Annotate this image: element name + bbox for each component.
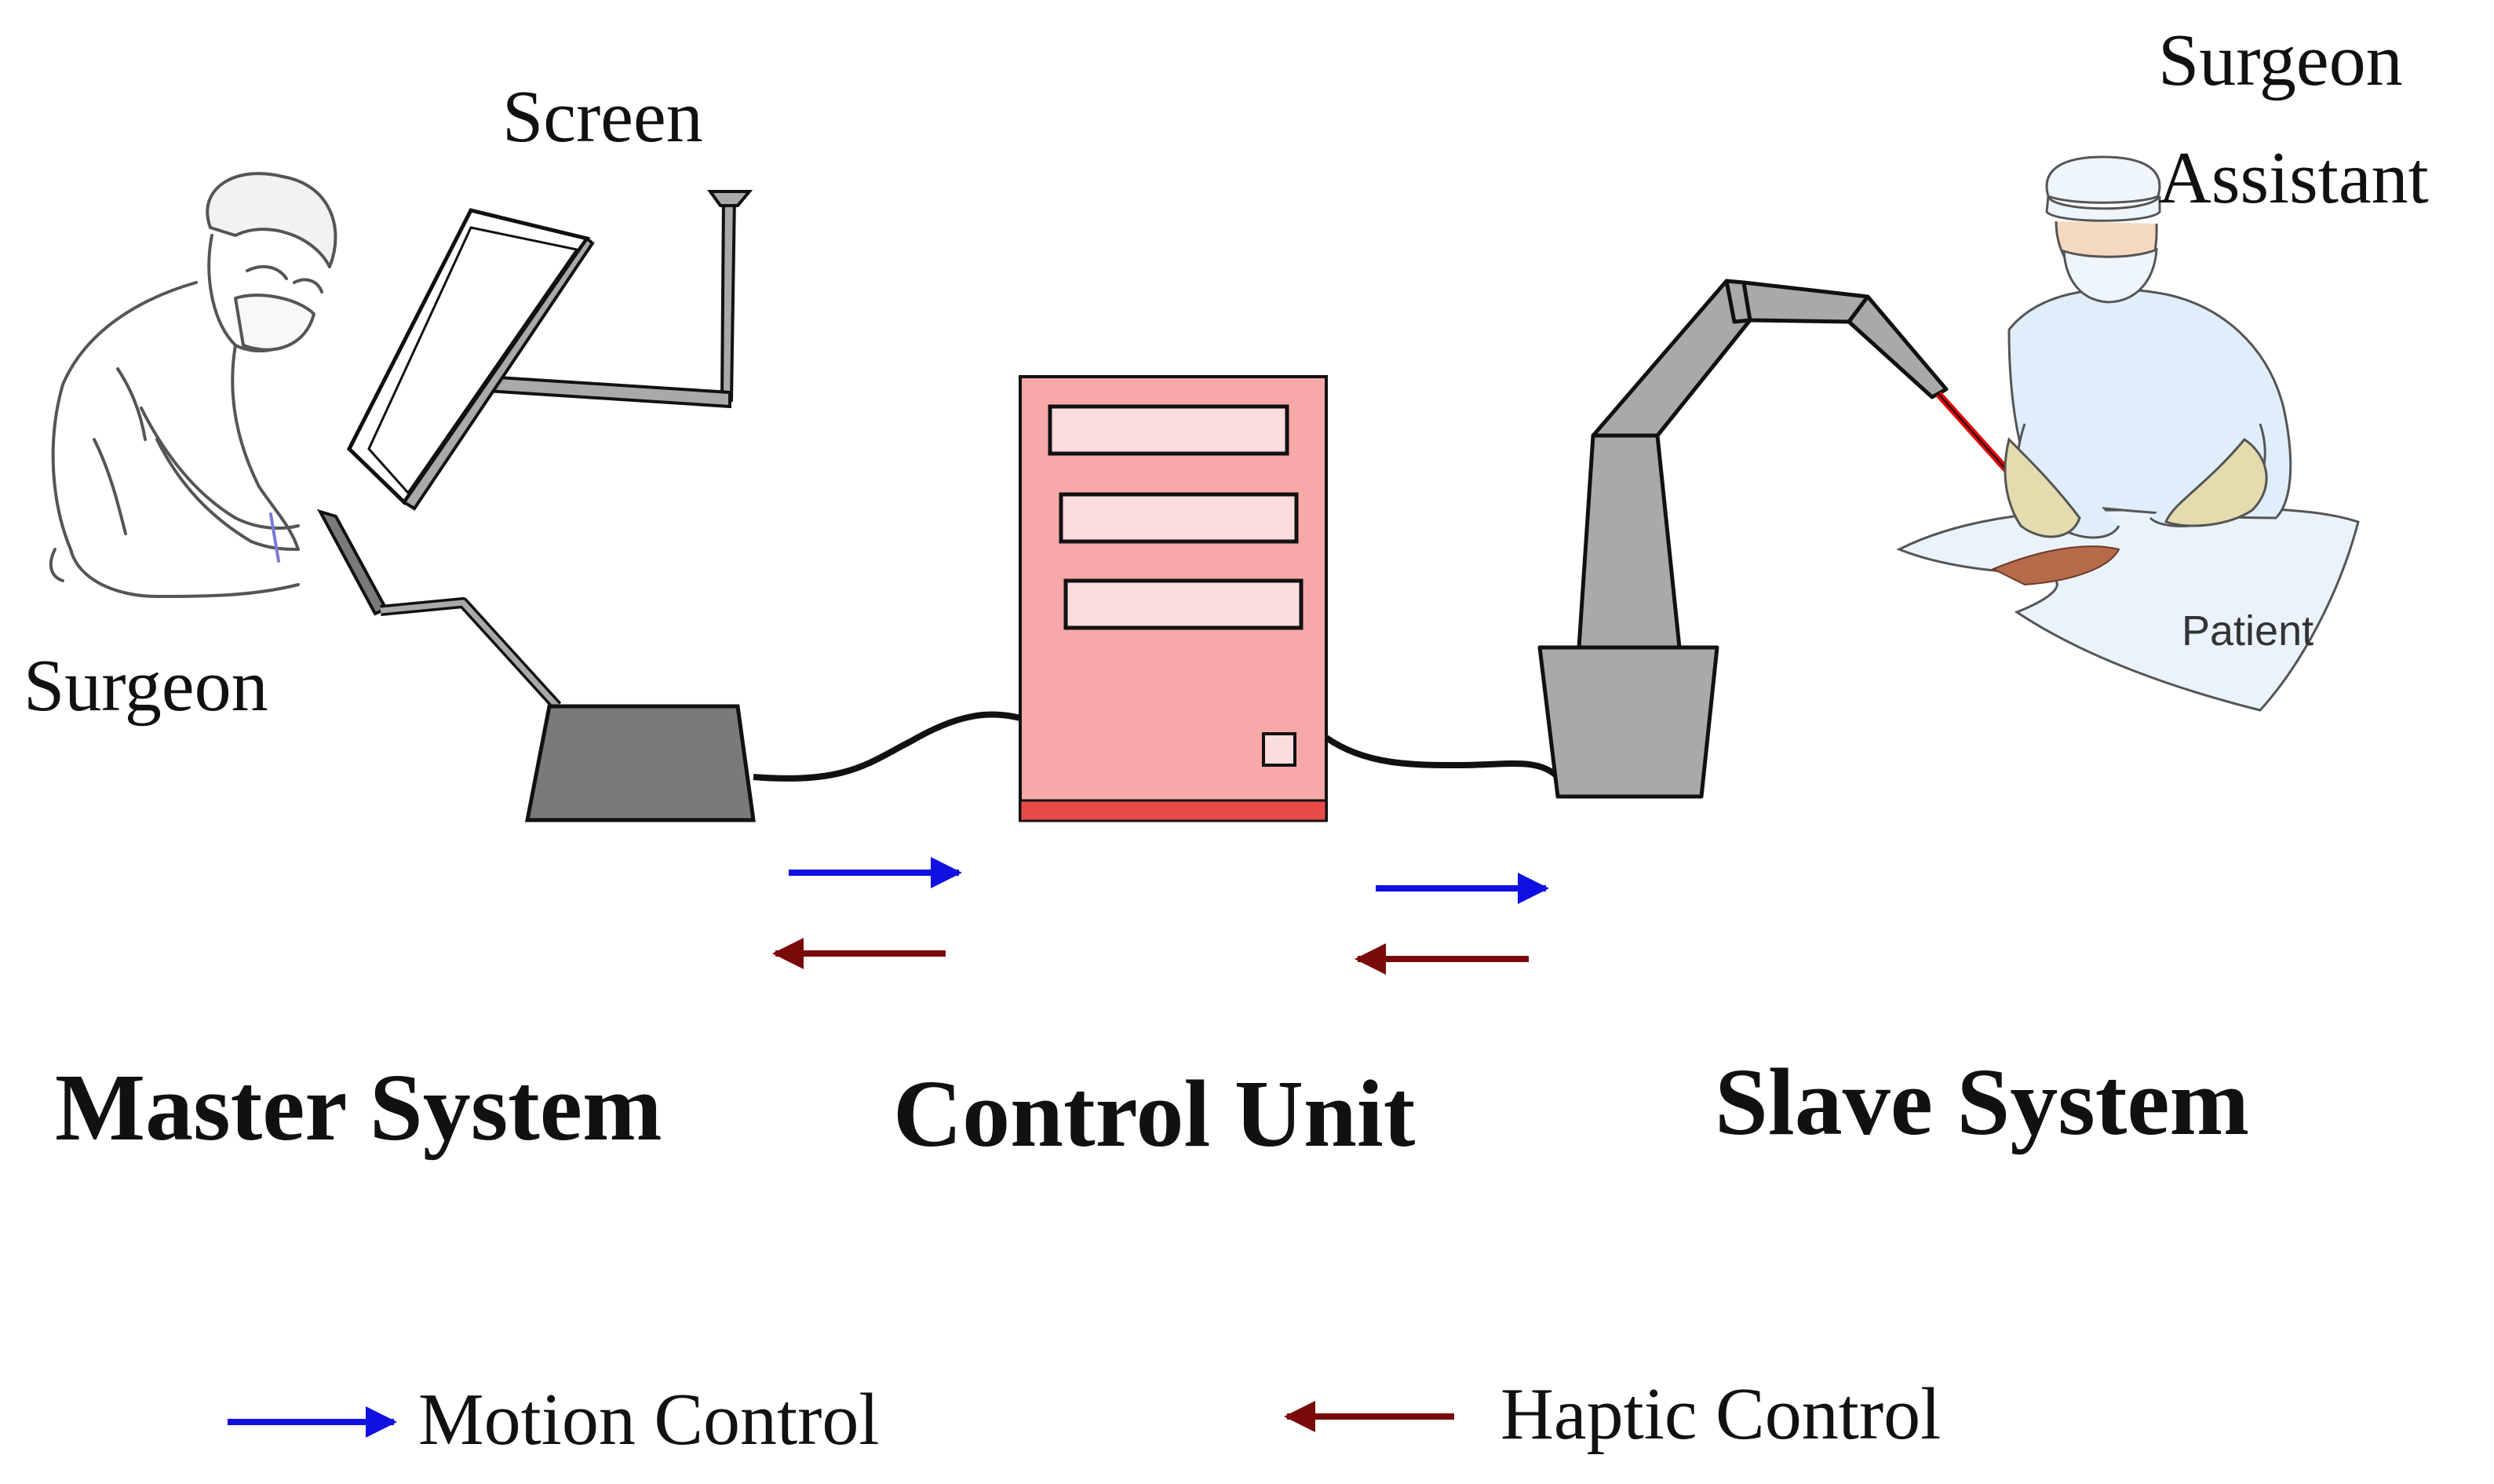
cable-control-slave: [1324, 735, 1560, 779]
assistant-figure-icon: [1896, 155, 2360, 712]
control-unit-title: Control Unit: [893, 1061, 1416, 1167]
screen-label: Screen: [502, 76, 703, 158]
assistant-label-line1: Surgeon: [2158, 20, 2403, 101]
legend: Motion Control Haptic Control: [228, 1373, 1941, 1460]
control-cabinet-icon: [1019, 375, 1328, 822]
monitor-icon: [346, 190, 753, 511]
assistant-label-line2: Assistant: [2158, 137, 2429, 219]
legend-motion-label: Motion Control: [418, 1379, 880, 1460]
master-system-title: Master System: [55, 1055, 662, 1161]
robot-arm-icon: [1537, 279, 1949, 799]
cable-master-control: [753, 711, 1021, 782]
slave-system-title: Slave System: [1715, 1049, 2249, 1155]
master-console-icon: [316, 509, 756, 822]
surgeon-figure-icon: [49, 172, 337, 598]
patient-label: Patient: [2182, 607, 2314, 654]
surgeon-label: Surgeon: [24, 645, 268, 727]
legend-haptic-label: Haptic Control: [1500, 1373, 1941, 1455]
